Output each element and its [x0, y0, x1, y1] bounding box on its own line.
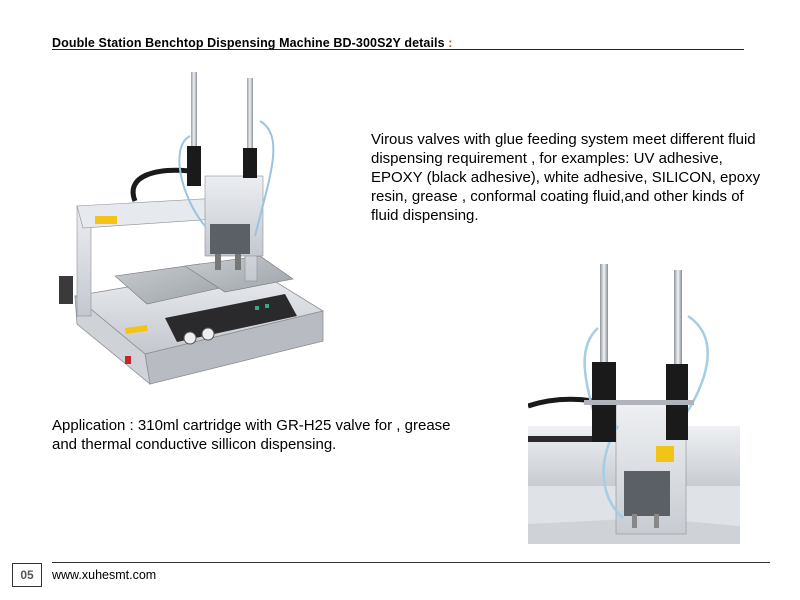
page-title-text: Double Station Benchtop Dispensing Machi… — [52, 36, 445, 50]
header-divider — [52, 49, 744, 50]
footer-divider — [52, 562, 770, 563]
page-number: 05 — [12, 563, 42, 587]
application-note: Application : 310ml cartridge with GR-H2… — [52, 417, 451, 453]
valve-closeup-photo — [528, 264, 740, 544]
machine-photo-full — [59, 72, 325, 385]
machine-description: Virous valves with glue feeding system m… — [371, 131, 761, 224]
page-title: Double Station Benchtop Dispensing Machi… — [52, 36, 453, 50]
footer-website-link[interactable]: www.xuhesmt.com — [52, 568, 157, 582]
title-colon: : — [448, 36, 453, 50]
